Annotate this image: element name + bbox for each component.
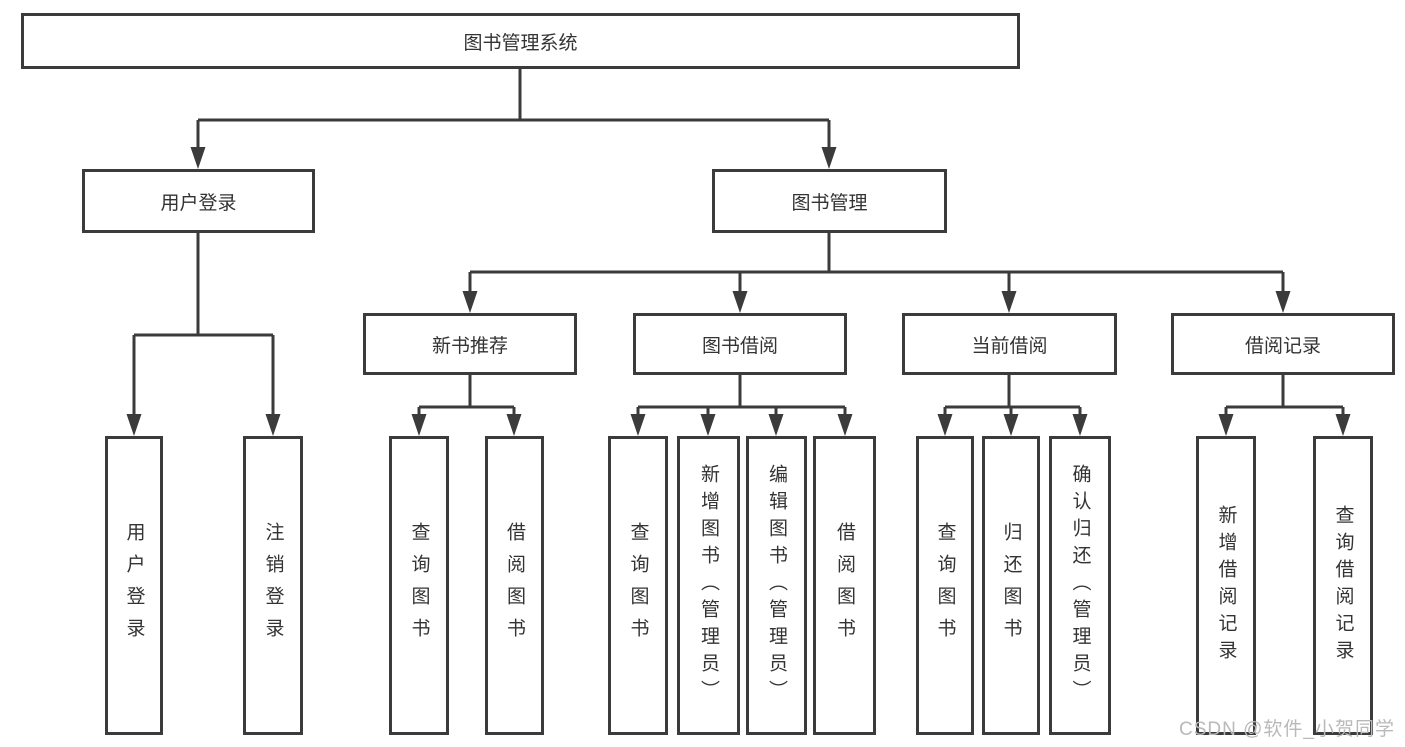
node-root: 图书管理系统 [21, 13, 1020, 69]
leaf-return-books: 归还图书 [982, 436, 1040, 735]
leaf-user-login-label: 用户登录 [123, 521, 145, 650]
leaf-query-borrow-record-label: 查询借阅记录 [1332, 504, 1354, 667]
leaf-return-books-label: 归还图书 [1000, 521, 1022, 650]
leaf-borrow-books-1: 借阅图书 [485, 436, 544, 735]
leaf-query-books-1-label: 查询图书 [408, 521, 430, 650]
leaf-query-borrow-record: 查询借阅记录 [1313, 436, 1373, 735]
leaf-logout-label: 注销登录 [262, 521, 284, 650]
leaf-query-books-2: 查询图书 [608, 436, 668, 735]
connector-borrow-records [1224, 375, 1345, 418]
connector-root [196, 69, 831, 150]
node-current-borrow-label: 当前借阅 [971, 335, 1048, 357]
node-book-borrow-label: 图书借阅 [701, 335, 778, 357]
leaf-query-books-2-label: 查询图书 [627, 521, 649, 650]
connector-current-borrow [943, 375, 1082, 418]
connector-user-login [132, 233, 275, 418]
leaf-borrow-books-2: 借阅图书 [813, 436, 876, 735]
leaf-query-books-3: 查询图书 [916, 436, 974, 735]
connector-book-borrow [636, 375, 847, 418]
leaf-borrow-books-2-label: 借阅图书 [834, 521, 855, 650]
leaf-edit-book-admin: 编辑图书（管理员） [746, 436, 807, 735]
leaf-edit-book-admin-label: 编辑图书（管理员） [766, 464, 787, 707]
leaf-query-books-3-label: 查询图书 [934, 521, 956, 650]
node-borrow-records: 借阅记录 [1171, 313, 1395, 375]
node-current-borrow: 当前借阅 [902, 313, 1117, 375]
node-borrow-records-label: 借阅记录 [1244, 335, 1321, 357]
connector-book-mgmt [468, 233, 1285, 294]
node-book-mgmt-label: 图书管理 [791, 192, 868, 214]
leaf-add-borrow-record-label: 新增借阅记录 [1215, 504, 1237, 667]
node-new-books: 新书推荐 [363, 313, 577, 375]
node-user-login-label: 用户登录 [160, 192, 237, 214]
leaf-logout: 注销登录 [243, 436, 303, 735]
node-user-login: 用户登录 [82, 169, 315, 233]
connector-new-books [417, 375, 516, 418]
node-root-label: 图书管理系统 [463, 32, 578, 54]
leaf-borrow-books-1-label: 借阅图书 [504, 521, 525, 650]
leaf-add-borrow-record: 新增借阅记录 [1196, 436, 1256, 735]
leaf-add-book-admin-label: 新增图书（管理员） [698, 464, 719, 707]
csdn-watermark: CSDN @软件_小贺同学 [1179, 719, 1395, 740]
arrowheads [126, 147, 1351, 436]
node-book-borrow: 图书借阅 [633, 313, 847, 375]
leaf-query-books-1: 查询图书 [389, 436, 449, 735]
leaf-confirm-return-admin: 确认归还（管理员） [1049, 436, 1111, 735]
node-new-books-label: 新书推荐 [431, 335, 508, 357]
node-book-mgmt: 图书管理 [712, 169, 947, 233]
leaf-confirm-return-admin-label: 确认归还（管理员） [1069, 464, 1091, 707]
leaf-add-book-admin: 新增图书（管理员） [677, 436, 740, 735]
leaf-user-login: 用户登录 [105, 436, 163, 735]
